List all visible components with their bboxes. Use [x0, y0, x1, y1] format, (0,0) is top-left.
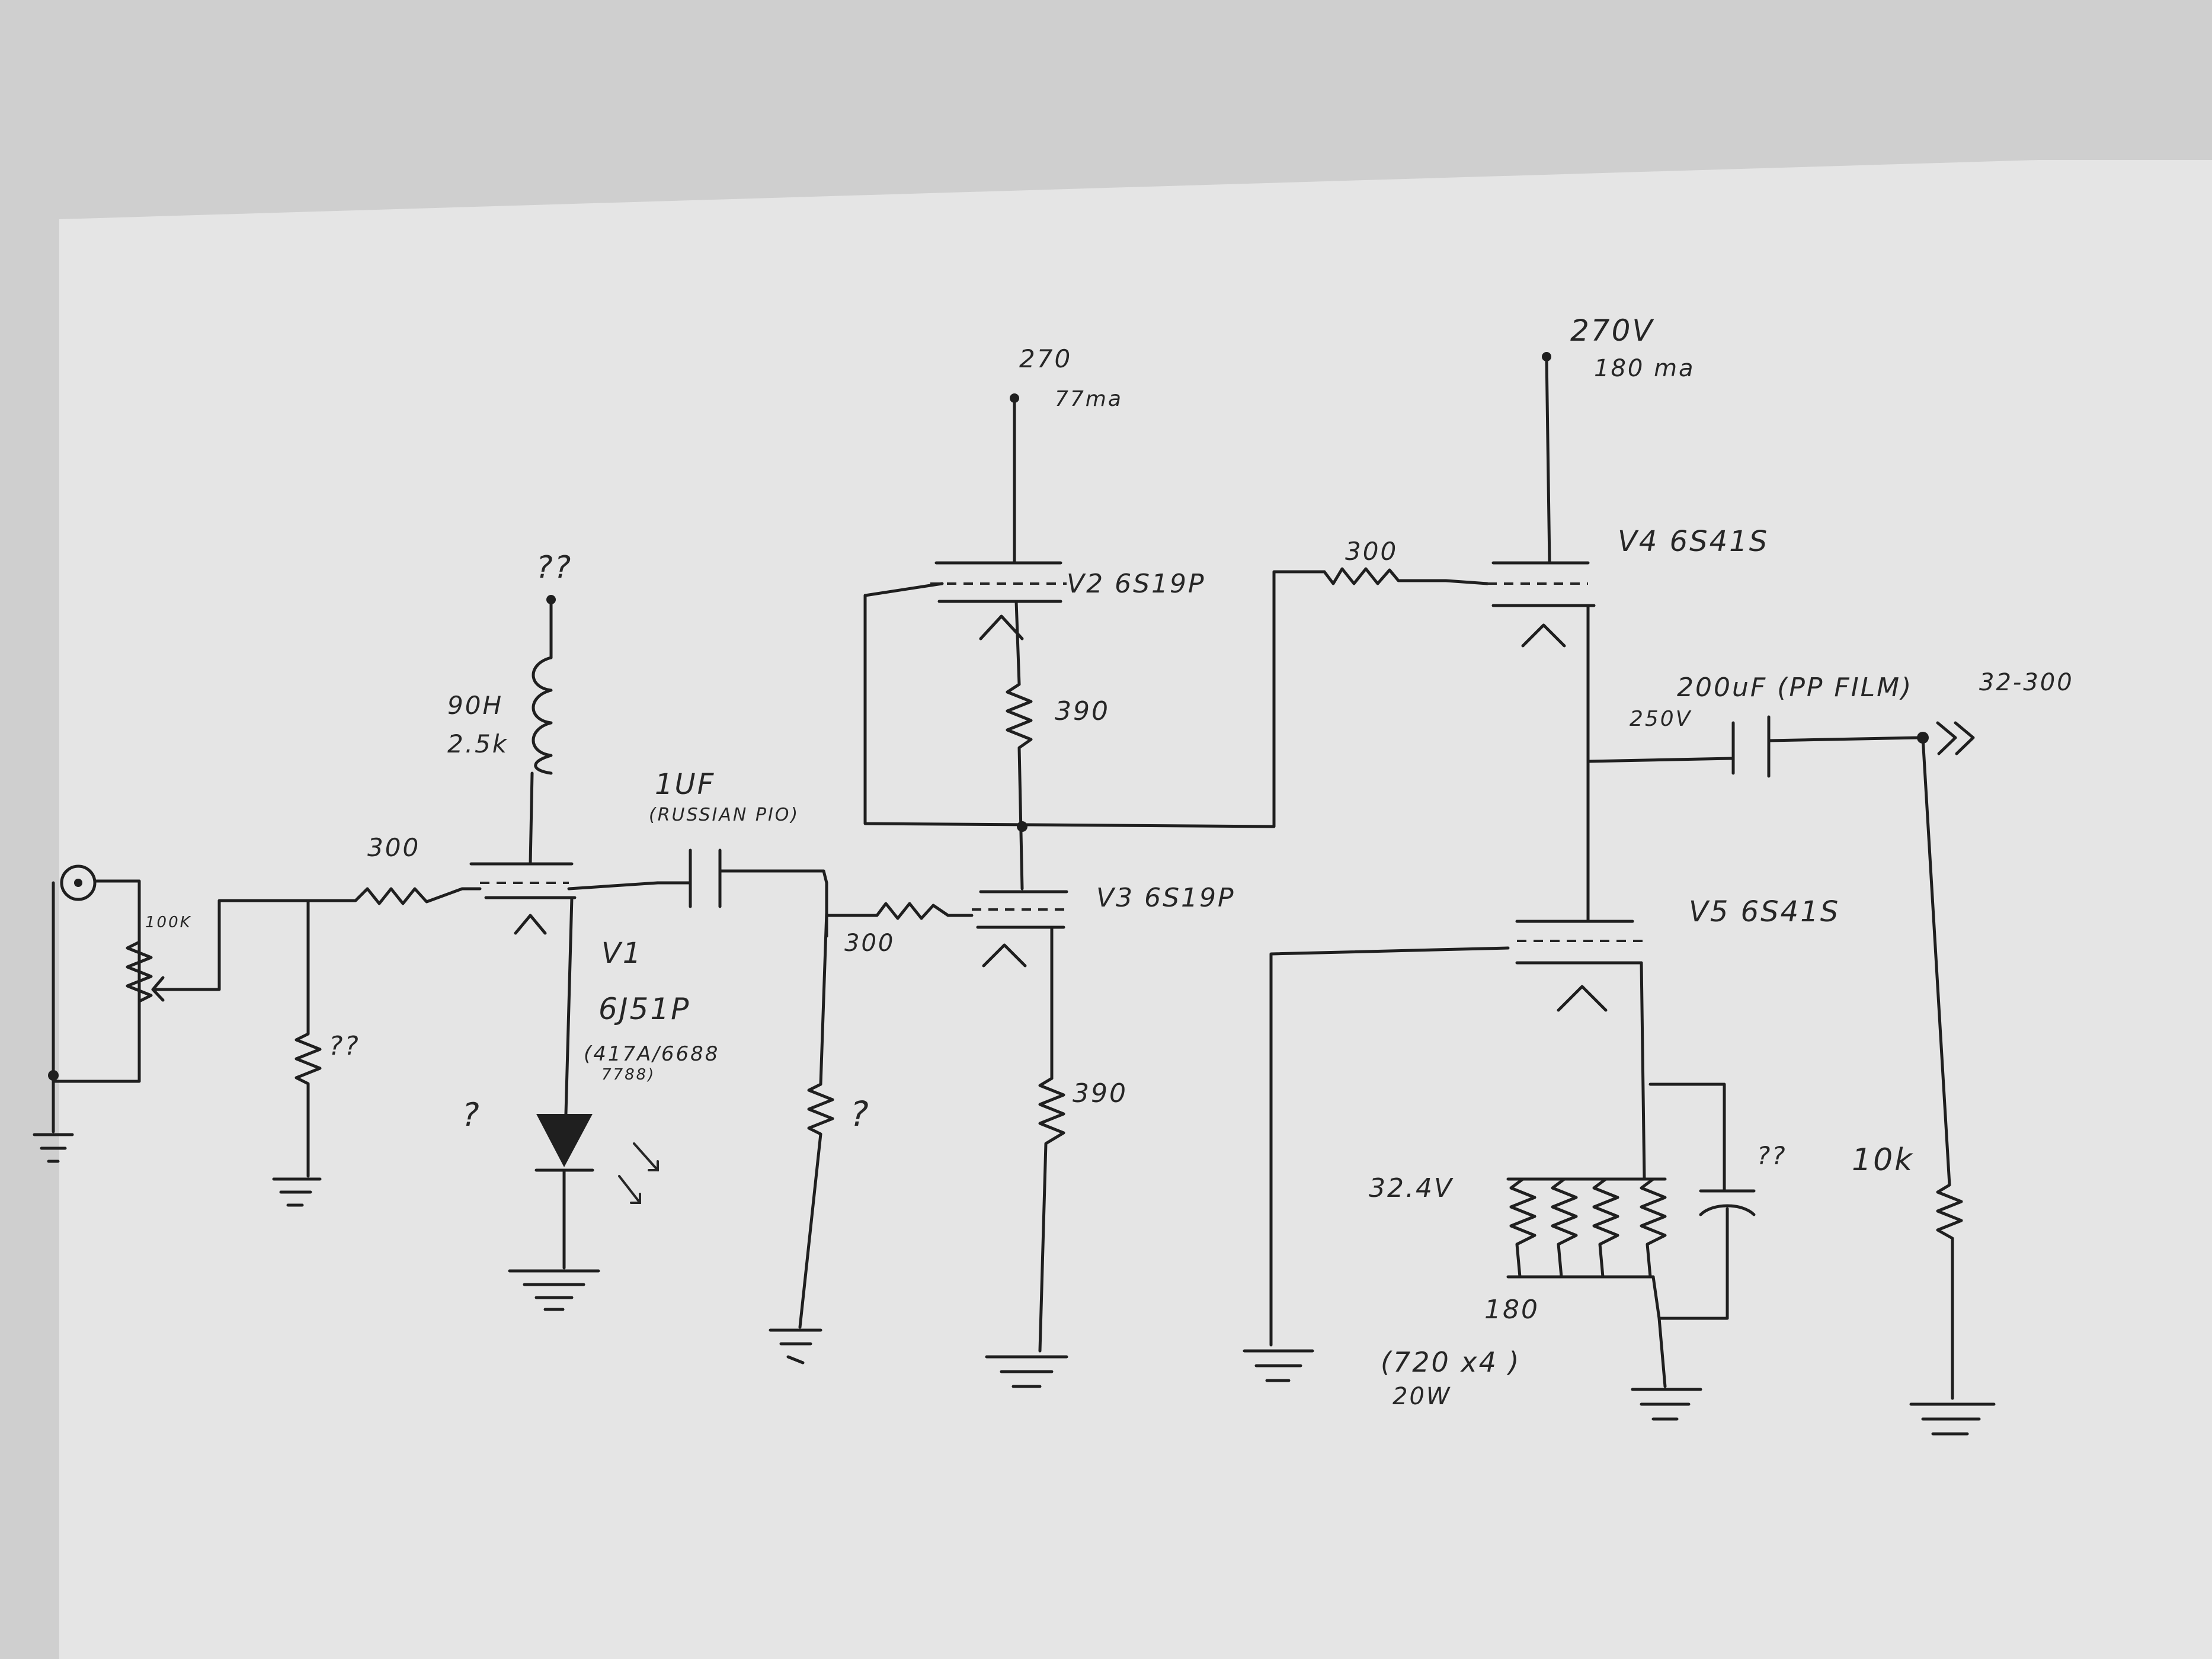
v1-alt-tubes-label: (417A/6688 [584, 1042, 719, 1066]
led-unknown-label: ? [462, 1096, 481, 1133]
v2-supply-current-label: 77ma [1055, 387, 1123, 411]
input-series-resistor-label: 300 [367, 833, 420, 862]
volume-potentiometer [126, 899, 310, 1003]
v2-cathode-resistor [1006, 683, 1033, 891]
output-cap-value-label: 200uF (PP FILM) [1677, 672, 1913, 703]
v3-cathode-resistor [985, 1077, 1068, 1388]
coupling-cap-value-label: 1UF [655, 768, 715, 801]
coupling-cap-type-label: (RUSSIAN PIO) [649, 805, 799, 825]
input-jack [48, 864, 141, 1133]
output-cap-voltage-label: 250V [1630, 707, 1692, 731]
paper-sheet [59, 160, 2212, 1659]
tube-v1 [460, 862, 660, 1116]
tube-v5 [1243, 920, 1647, 1382]
v3-grid-stopper-label: 300 [844, 930, 895, 957]
cathode-resistor-power-label: 20W [1392, 1383, 1451, 1410]
v2-cathode-resistor-label: 390 [1055, 696, 1110, 726]
load-resistor [1909, 736, 1996, 1436]
v3-cathode-resistor-label: 390 [1073, 1078, 1128, 1109]
v4-supply-current-label: 180 ma [1594, 355, 1695, 382]
output-range-label: 32-300 [1979, 669, 2074, 696]
v1-tube-label: 6J51P [598, 992, 690, 1026]
plate-choke [529, 595, 556, 866]
ground-symbol-input [33, 1133, 74, 1163]
coupling-capacitor [656, 848, 828, 938]
v4-supply-rail [1542, 352, 1551, 565]
cathode-resistor-label: 180 [1484, 1295, 1539, 1325]
input-series-resistor [306, 887, 464, 905]
grid-resistor-v3-label: ? [850, 1094, 870, 1134]
v5-tube-label: V5 6S41S [1689, 895, 1840, 928]
output-capacitor [1586, 715, 1975, 778]
cathode-resistor-build-label: (720 x4 ) [1381, 1346, 1520, 1378]
v1-label: V1 [601, 937, 642, 970]
tube-v4 [1487, 561, 1596, 923]
v1-supply-label: ?? [536, 550, 572, 585]
v2-supply-voltage-label: 270 [1019, 344, 1072, 373]
v2-supply-rail [1010, 393, 1019, 565]
v3-tube-label: V3 6S19P [1096, 883, 1235, 913]
v2-tube-label: V2 6S19P [1067, 569, 1206, 599]
v4-tube-label: V4 6S41S [1618, 525, 1769, 558]
bias-voltage-label: 32.4V [1369, 1173, 1454, 1203]
tube-v3 [972, 890, 1068, 1080]
v4-grid-stopper-label: 300 [1345, 537, 1398, 566]
v1-alt-tubes-label-2: 7788) [601, 1066, 655, 1084]
cathode-bypass-capacitor [1648, 1082, 1756, 1320]
choke-inductance-label: 90H [447, 691, 503, 720]
led-bias-v1 [508, 1114, 659, 1311]
v4-grid-stopper [1323, 567, 1489, 585]
bypass-cap-unknown-label: ?? [1757, 1141, 1787, 1170]
v3-grid-stopper [825, 902, 974, 920]
grid-resistor-v1-label: ?? [329, 1031, 360, 1061]
v4-supply-voltage-label: 270V [1570, 313, 1654, 348]
tube-v2 [863, 561, 1326, 828]
choke-resistance-label: 2.5k [447, 729, 508, 758]
load-resistor-label: 10k [1852, 1142, 1914, 1178]
volume-pot-label: 100K [145, 914, 192, 931]
grid-resistor-v1 [272, 899, 322, 1207]
